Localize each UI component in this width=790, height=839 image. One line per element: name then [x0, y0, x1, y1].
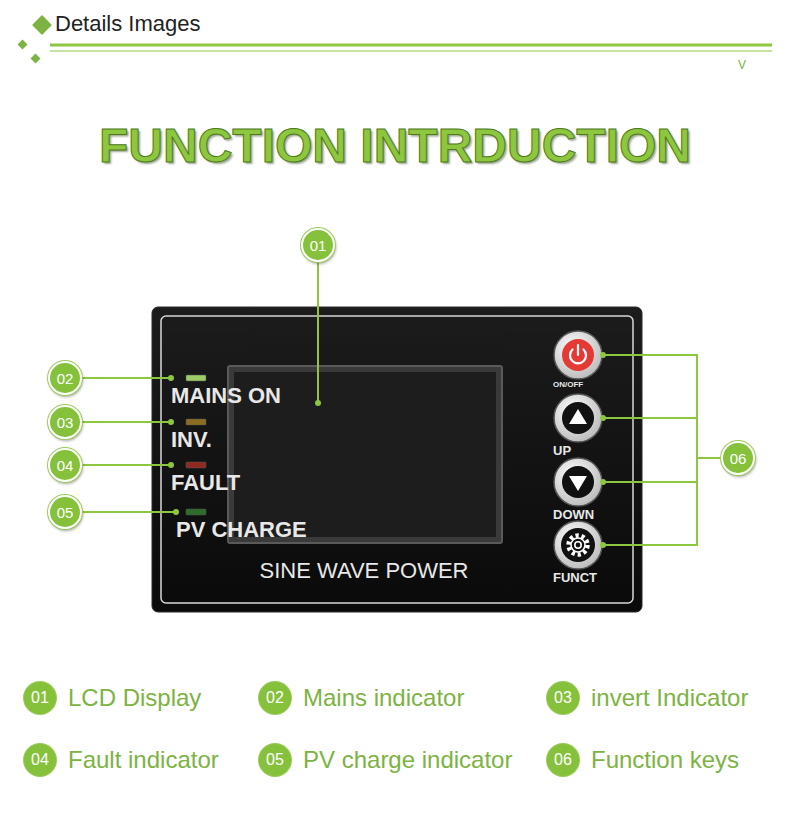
control-button: FUNCT — [553, 520, 603, 571]
leader-line — [82, 377, 171, 379]
legend-number: 02 — [259, 682, 291, 714]
panel-housing — [152, 307, 642, 612]
panel-brand: SINE WAVE POWER — [212, 558, 516, 584]
callout-circle: 02 — [48, 361, 82, 395]
power-button-face — [562, 339, 594, 371]
gear-icon — [569, 536, 588, 555]
panel-frame — [161, 316, 633, 603]
power-button — [554, 331, 602, 379]
header-diamond — [18, 40, 28, 50]
control-button: DOWN — [553, 457, 603, 508]
page-title: FUNCTION INTRDUCTION — [0, 118, 790, 173]
legend-text: Function keys — [591, 746, 739, 774]
function-button — [554, 521, 602, 569]
leader-dot — [315, 400, 321, 406]
header-mark: V — [738, 58, 746, 72]
indicator-led: FAULT — [171, 461, 221, 470]
down-button-face — [562, 466, 594, 498]
button-label: DOWN — [553, 508, 594, 522]
leader-line — [603, 355, 721, 458]
leader-dot — [173, 509, 179, 515]
indicator-label: PV CHARGE — [176, 517, 307, 542]
legend-entry: 01 LCD Display — [24, 682, 201, 714]
function-button-face — [561, 528, 595, 562]
legend-number: 01 — [24, 682, 56, 714]
header-diamond — [32, 15, 52, 35]
legend-number: 04 — [24, 744, 56, 776]
up-button-face — [562, 402, 594, 434]
up-arrow-icon — [569, 409, 587, 424]
legend-entry: 05 PV charge indicator — [259, 744, 512, 776]
callout-circle: 03 — [48, 405, 82, 439]
power-icon — [577, 345, 579, 355]
legend-text: invert Indicator — [591, 684, 748, 712]
callout-circle: 04 — [48, 448, 82, 482]
leader-line — [82, 511, 176, 513]
legend-text: Fault indicator — [68, 746, 219, 774]
leader-line — [82, 464, 171, 466]
leader-dot — [600, 352, 606, 358]
header-diamond — [31, 54, 41, 64]
button-label: ON/OFF — [553, 381, 583, 390]
indicator-led: INV. — [171, 418, 221, 427]
callout-number: 05 — [57, 505, 74, 520]
leader-dot — [168, 375, 174, 381]
pv-led — [186, 509, 206, 515]
legend-text: Mains indicator — [303, 684, 464, 712]
leader-line — [317, 263, 319, 403]
callout-number: 06 — [730, 451, 747, 466]
control-button: ON/OFF — [553, 330, 603, 381]
button-label: UP — [553, 444, 571, 458]
callout-number: 01 — [310, 238, 327, 253]
indicator-label: INV. — [171, 427, 212, 452]
down-arrow-icon — [569, 476, 587, 491]
legend-number: 05 — [259, 744, 291, 776]
button-label: FUNCT — [553, 571, 597, 585]
callout-circle: 01 — [301, 228, 335, 262]
inverter-led — [186, 419, 206, 425]
controller-panel: SINE WAVE POWER MAINS ON INV. FAULT PV CHARG… — [152, 307, 642, 612]
legend-entry: 04 Fault indicator — [24, 744, 219, 776]
leader-line — [82, 421, 171, 423]
indicator-label: MAINS ON — [171, 383, 281, 408]
legend-entry: 02 Mains indicator — [259, 682, 464, 714]
leader-line — [603, 418, 721, 458]
leader-line — [603, 458, 721, 482]
legend-text: LCD Display — [68, 684, 201, 712]
leader-line — [603, 458, 721, 545]
legend-text: PV charge indicator — [303, 746, 512, 774]
leader-dot — [600, 479, 606, 485]
legend-number: 06 — [547, 744, 579, 776]
control-button: UP — [553, 393, 603, 444]
legend-number: 03 — [547, 682, 579, 714]
indicator-label: FAULT — [171, 470, 240, 495]
callout-circle: 06 — [721, 441, 755, 475]
gear-icon — [571, 538, 585, 552]
section-heading: Details Images — [55, 11, 201, 37]
callout-circle: 05 — [48, 495, 82, 529]
callout-number: 03 — [57, 415, 74, 430]
up-button — [554, 394, 602, 442]
gear-icon — [575, 542, 581, 548]
legend-entry: 03 invert Indicator — [547, 682, 748, 714]
down-button — [554, 458, 602, 506]
mains-led — [186, 375, 206, 381]
header-rule — [50, 51, 772, 52]
indicator-led: MAINS ON — [171, 374, 221, 383]
indicator-led: PV CHARGE — [176, 508, 216, 517]
leader-dot — [168, 419, 174, 425]
leader-dot — [600, 415, 606, 421]
leader-dot — [168, 462, 174, 468]
legend-entry: 06 Function keys — [547, 744, 739, 776]
callout-number: 04 — [57, 458, 74, 473]
leader-dot — [600, 542, 606, 548]
callout-number: 02 — [57, 371, 74, 386]
fault-led — [186, 462, 206, 468]
header-rule — [50, 44, 772, 47]
